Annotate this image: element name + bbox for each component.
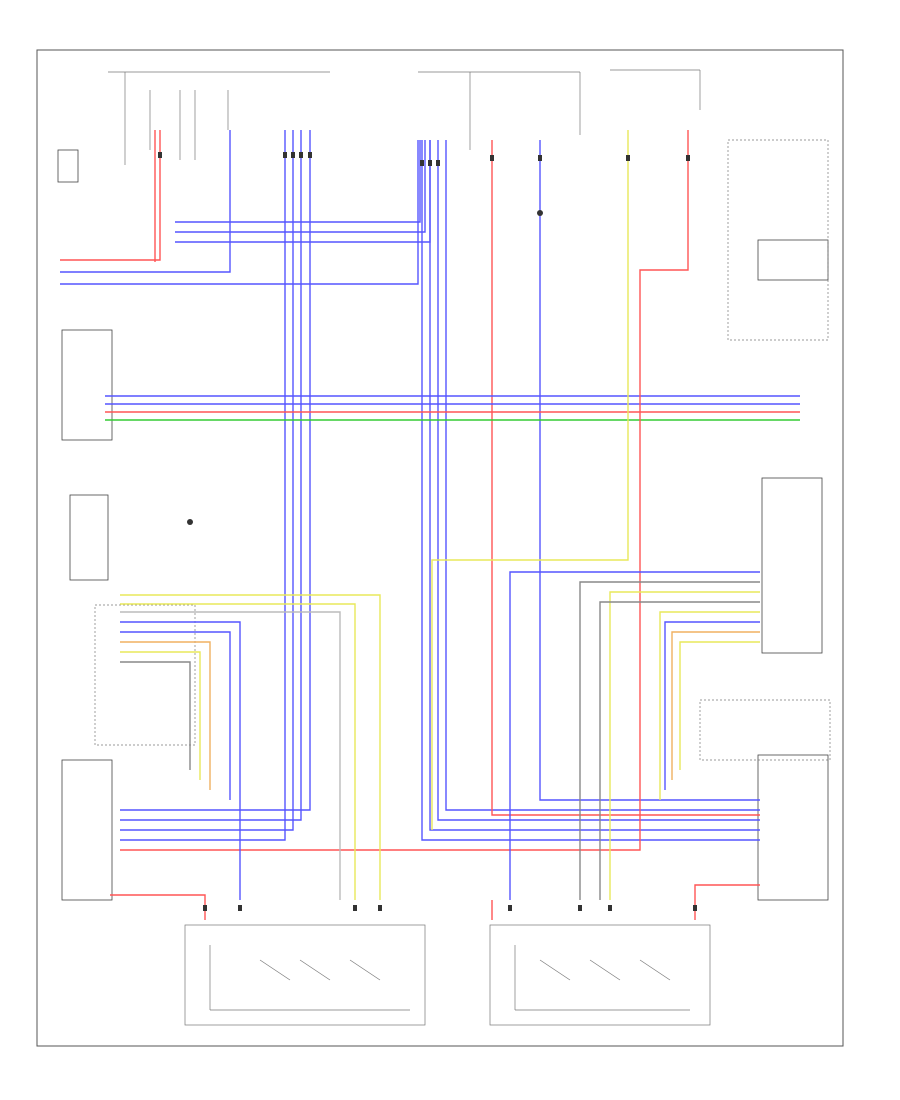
connector-marks: [158, 152, 697, 911]
diagram-frame: [36, 49, 844, 1047]
switch-assembly-left: [184, 924, 426, 1026]
component-boxes: [57, 139, 831, 901]
wires: [60, 130, 800, 920]
switch-assembly-right: [489, 924, 711, 1026]
top-connectors: [108, 69, 701, 165]
